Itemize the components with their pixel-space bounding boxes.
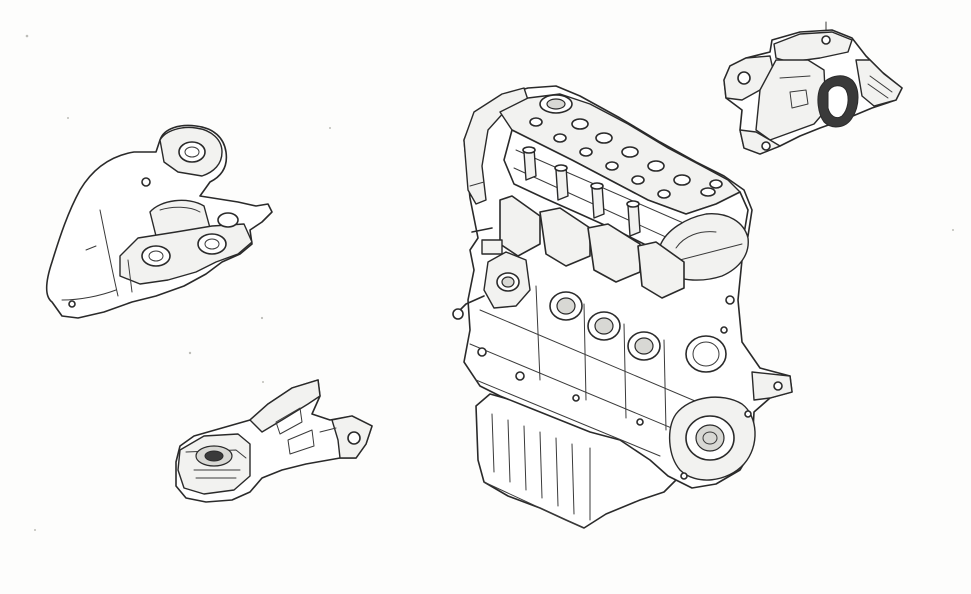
engine-mount-right (723, 21, 903, 155)
engine-block (452, 85, 793, 529)
scan-specks (25, 34, 954, 531)
torque-rod-mount (175, 379, 373, 503)
engine-mount-left (45, 124, 273, 319)
